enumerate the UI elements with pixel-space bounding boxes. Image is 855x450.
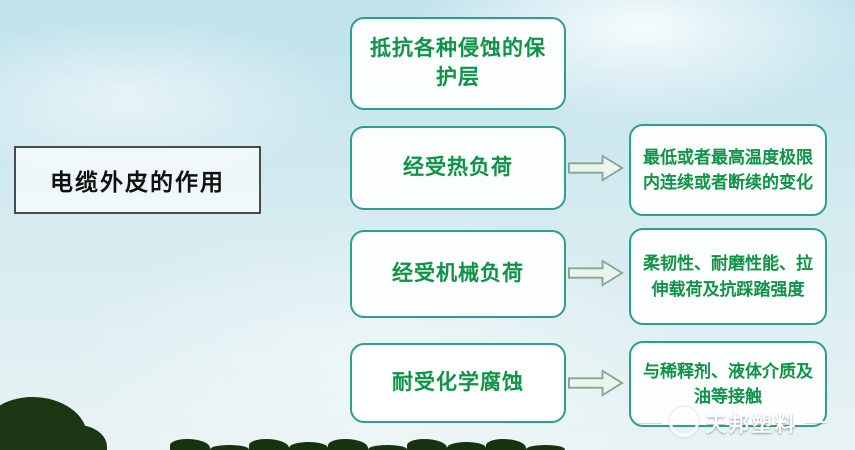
arrow-right-icon xyxy=(568,259,624,287)
tree-silhouette-left xyxy=(0,397,107,450)
detail-label: 与稀释剂、液体介质及油等接触 xyxy=(643,361,813,407)
detail-mechanical-load: 柔韧性、耐磨性能、拉伸载荷及抗踩踏强度 xyxy=(629,228,827,325)
node-label: 经受热负荷 xyxy=(403,155,513,179)
watermark-logo-icon xyxy=(669,407,699,437)
node-label: 耐受化学腐蚀 xyxy=(392,370,524,394)
arrow-right-icon xyxy=(568,154,624,182)
node-protective-layer: 抵抗各种侵蚀的保护层 xyxy=(350,17,566,110)
page-title: 电缆外皮的作用 xyxy=(50,169,225,195)
arrow-right-icon xyxy=(568,369,624,397)
watermark-text: 天邦塑料 xyxy=(706,413,798,436)
node-mechanical-load: 经受机械负荷 xyxy=(350,230,566,318)
node-heat-load: 经受热负荷 xyxy=(350,126,566,210)
node-label: 抵抗各种侵蚀的保护层 xyxy=(370,37,546,89)
node-chemical-corrosion: 耐受化学腐蚀 xyxy=(350,343,566,423)
watermark: 天邦塑料 xyxy=(636,402,851,442)
watermark-line-right xyxy=(805,421,827,423)
detail-label: 最低或者最高温度极限内连续或者断续的变化 xyxy=(643,147,813,193)
detail-chemical-corrosion: 与稀释剂、液体介质及油等接触 xyxy=(629,341,827,427)
title-box: 电缆外皮的作用 xyxy=(14,146,261,214)
tree-silhouette-bottom xyxy=(170,436,565,450)
node-label: 经受机械负荷 xyxy=(392,261,524,285)
detail-label: 柔韧性、耐磨性能、拉伸载荷及抗踩踏强度 xyxy=(643,254,813,299)
watermark-line-left xyxy=(636,421,662,423)
detail-heat-load: 最低或者最高温度极限内连续或者断续的变化 xyxy=(629,124,827,216)
